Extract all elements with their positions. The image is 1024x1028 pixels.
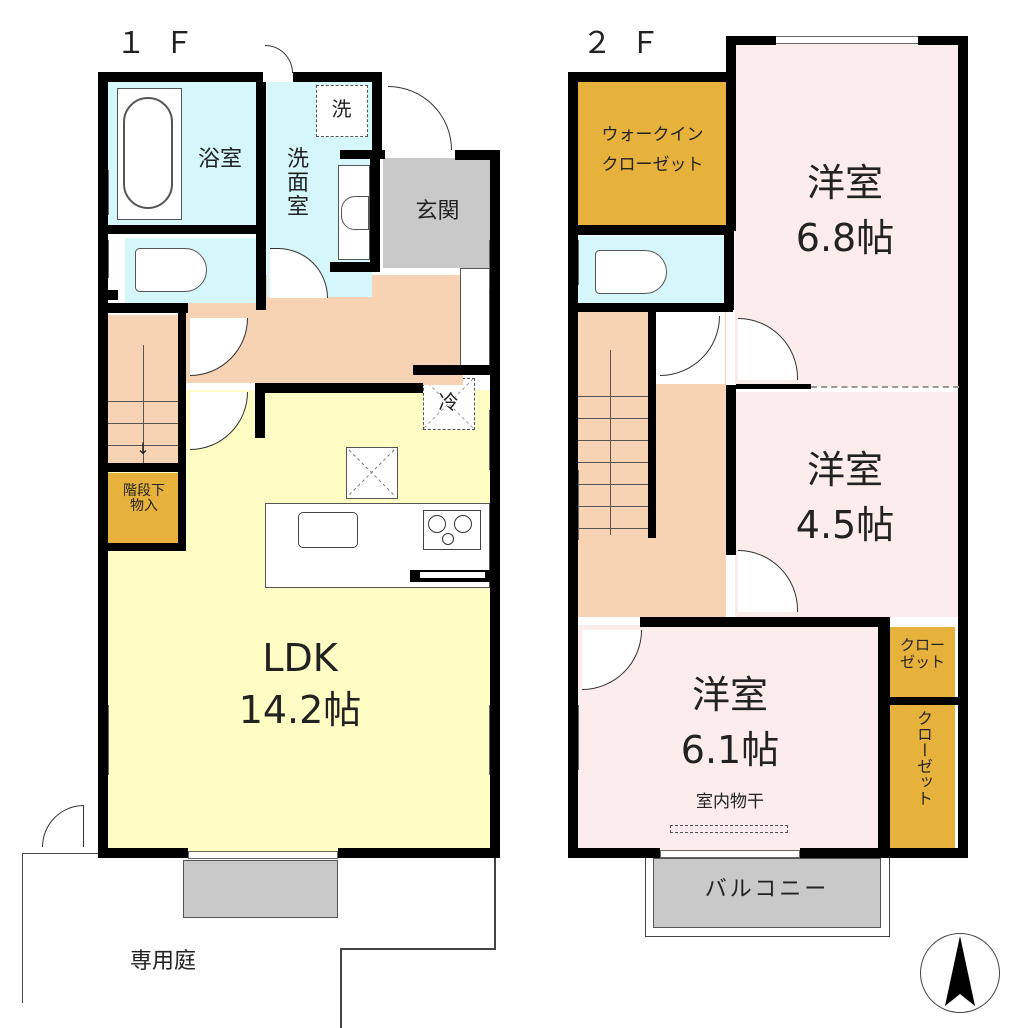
- walkin-line1: ウォークイン: [601, 125, 704, 145]
- washroom-label: 洗 面 室: [286, 147, 309, 221]
- bathtub-icon: [117, 88, 182, 220]
- stairs-arrow-icon: ↓: [136, 439, 150, 458]
- walk-in-closet: [578, 82, 726, 225]
- room1-name: 洋室: [806, 161, 883, 205]
- front-door[interactable]: [388, 86, 452, 150]
- closet-tall: [890, 705, 955, 850]
- floor-label-2f: ２Ｆ: [582, 26, 678, 61]
- north-compass-icon: [920, 933, 1000, 1013]
- garden-label: 専用庭: [130, 949, 197, 974]
- room2-name: 洋室: [806, 448, 883, 492]
- ldk-name: LDK: [262, 636, 338, 680]
- washer-space: 洗: [316, 85, 368, 137]
- room3-name: 洋室: [691, 673, 768, 717]
- walkin-line2: クローゼット: [601, 155, 704, 175]
- window[interactable]: [775, 36, 920, 44]
- balcony: [653, 858, 881, 928]
- balcony-label: バルコニー: [704, 877, 830, 902]
- washbasin-icon: [338, 165, 370, 260]
- entrance-label: 玄関: [415, 199, 460, 224]
- closet-small-label: クロー ゼット: [899, 636, 945, 671]
- stove-icon: [423, 510, 481, 550]
- sliding-window[interactable]: [660, 850, 800, 858]
- service-door[interactable]: [265, 45, 293, 73]
- storage-label: 階段下 物入: [123, 483, 165, 515]
- sink-icon: [298, 512, 358, 548]
- room2-size: 4.5帖: [795, 503, 895, 547]
- range-hood-icon: [346, 447, 398, 499]
- floor-label-1f: １Ｆ: [116, 26, 212, 61]
- sliding-window[interactable]: [188, 851, 338, 859]
- ldk-size: 14.2帖: [238, 688, 362, 732]
- garden-door[interactable]: [42, 805, 84, 847]
- closet-small: [890, 627, 955, 697]
- toilet-icon: [595, 250, 667, 294]
- bath-label: 浴室: [197, 147, 242, 172]
- toilet-icon: [135, 248, 207, 292]
- drying-rack-icon: [670, 825, 788, 833]
- closet-tall-label: クローゼット: [914, 710, 933, 806]
- room-entrance: [383, 158, 491, 268]
- garden-step: [183, 860, 338, 918]
- fridge-space: 冷: [423, 378, 475, 430]
- room1-size: 6.8帖: [795, 216, 895, 260]
- indoor-drying-label: 室内物干: [696, 792, 764, 812]
- understairs-storage: [108, 473, 180, 543]
- stairs-2f[interactable]: [578, 375, 648, 535]
- room3-size: 6.1帖: [680, 728, 780, 772]
